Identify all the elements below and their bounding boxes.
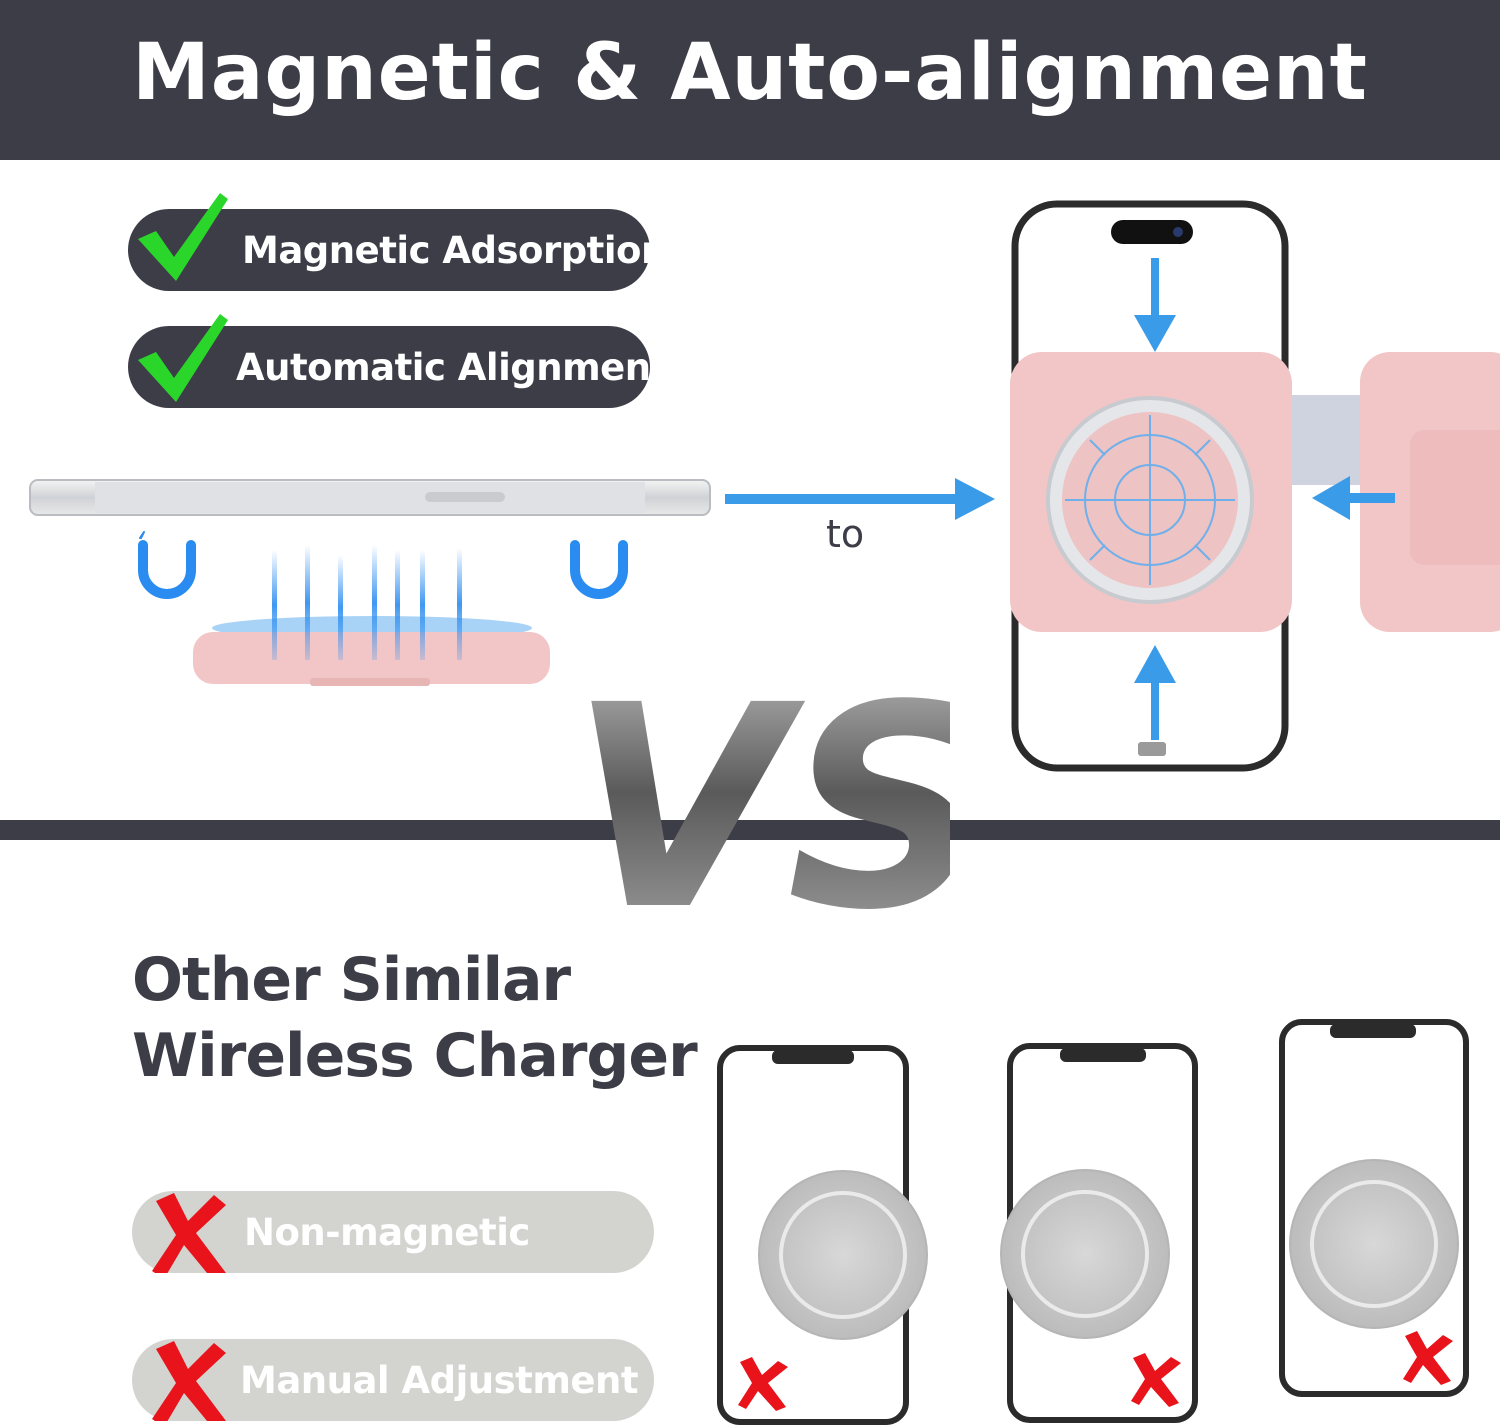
check-icon — [138, 314, 228, 402]
magnet-right-icon — [570, 540, 628, 599]
cross-icon — [152, 1341, 226, 1421]
feature-label: Automatic Alignment — [236, 345, 668, 389]
phone-side-view — [29, 479, 711, 516]
section-divider — [0, 820, 1500, 840]
header-banner: Magnetic & Auto-alignment — [0, 0, 1500, 160]
comparison-title-line1: Other Similar — [132, 945, 571, 1015]
long-arrow-right-icon — [725, 478, 995, 520]
phone-comparison-2 — [1000, 1043, 1198, 1423]
phone-comparison-1 — [717, 1045, 928, 1425]
feature-label: Manual Adjustment — [240, 1358, 639, 1402]
vs-graphic: VS — [570, 690, 950, 930]
page-title: Magnetic & Auto-alignment — [132, 28, 1368, 118]
magnet-left-icon — [138, 531, 196, 599]
arrow-left-icon — [1312, 476, 1395, 520]
arrow-down-icon — [1134, 258, 1176, 352]
cross-small-icon — [738, 1331, 1453, 1411]
comparison-title: Other Similar Wireless Charger — [132, 942, 698, 1094]
check-icon — [138, 193, 228, 281]
comparison-title-line2: Wireless Charger — [132, 1021, 698, 1091]
cross-icon — [152, 1193, 226, 1273]
arrow-up-icon — [1134, 645, 1176, 740]
arrow-label: to — [826, 512, 865, 556]
vs-text: VS — [570, 690, 950, 930]
feature-pill-magnetic-adsorption: Magnetic Adsorption — [128, 193, 667, 291]
charger-pad-side — [193, 545, 550, 686]
phone-comparison-3 — [1279, 1019, 1469, 1397]
feature-pill-non-magnetic: Non-magnetic — [132, 1191, 654, 1273]
feature-pill-manual-adjustment: Manual Adjustment — [132, 1339, 654, 1421]
feature-label: Magnetic Adsorption — [242, 228, 667, 272]
feature-pill-automatic-alignment: Automatic Alignment — [128, 314, 668, 408]
charger-pad-front — [1010, 352, 1292, 632]
feature-label: Non-magnetic — [244, 1210, 530, 1254]
